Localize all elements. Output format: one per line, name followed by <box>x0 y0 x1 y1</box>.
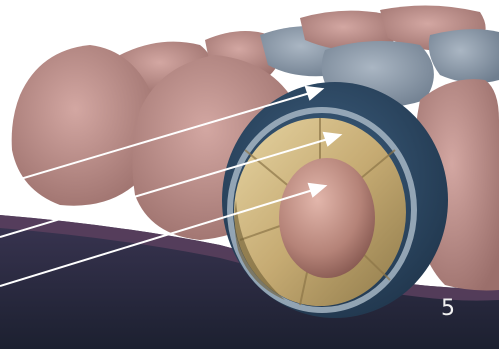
particle-cross-section <box>222 82 448 318</box>
panel-number: 5 <box>441 298 455 320</box>
core <box>279 158 375 278</box>
